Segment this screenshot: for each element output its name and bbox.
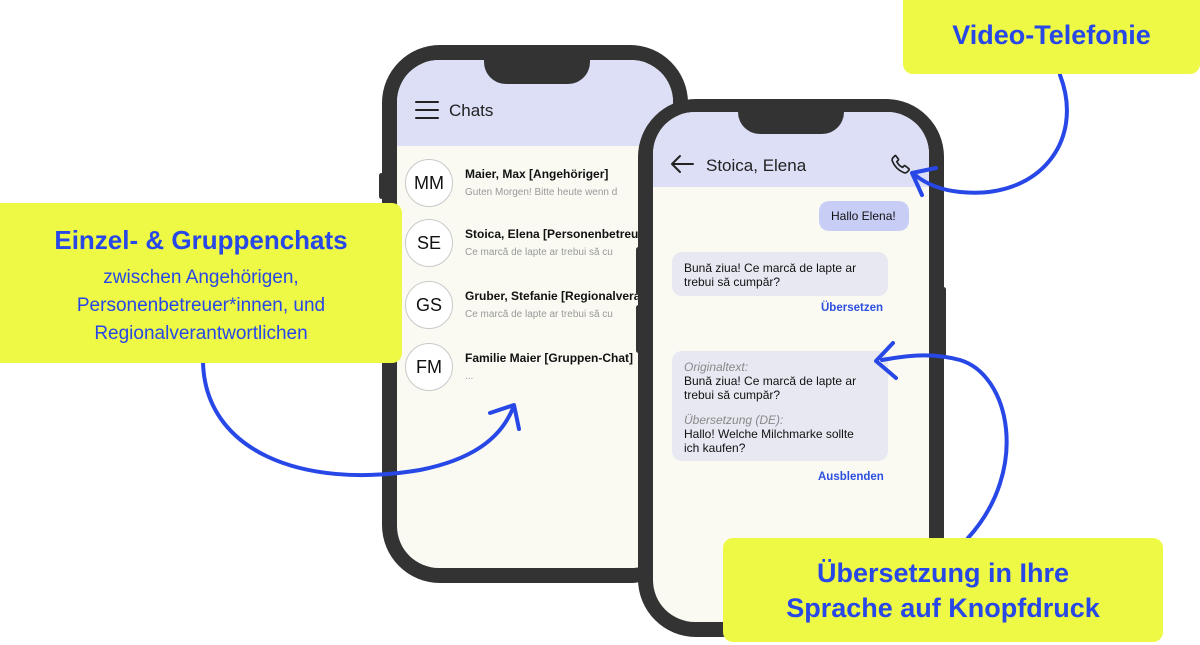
original-text-line: trebui să cumpăr? [684,388,781,402]
arrow-head-translation [874,341,898,380]
conversation-contact-name: Stoica, Elena [706,156,807,175]
translated-message-bubble: Originaltext: Bună ziua! Ce marcă de lap… [672,351,888,461]
hamburger-icon[interactable] [415,101,441,121]
conversation-header: Stoica, Elena [653,112,929,187]
chat-name: Familie Maier [Gruppen-Chat] [465,351,634,365]
received-message-line: trebui să cumpăr? [684,275,781,289]
arrow-head-chats [488,403,521,431]
video-callout: Video-Telefonie [903,0,1200,74]
chat-preview: Ce marcă de lapte ar trebui să cu [465,309,613,320]
chat-list-item[interactable]: SE Stoica, Elena [Personenbetreuer Ce ma… [405,219,673,271]
translation-label: Übersetzung (DE): [684,413,784,427]
hide-translation-button[interactable]: Ausblenden [818,471,884,483]
original-text-line: Bună ziua! Ce marcă de lapte ar [684,374,857,388]
phone-side-button [379,173,384,199]
phone-call-icon[interactable] [889,152,913,176]
arrow-head-video [910,166,938,197]
arrow-chats [201,360,515,478]
phone-side-button [636,247,641,295]
chats-callout-line: Personenbetreuer*innen, und [76,295,326,316]
chats-callout-line: Regionalverantwortlichen [94,323,308,344]
phone-side-button [636,305,641,353]
chat-name: Maier, Max [Angehöriger] [465,167,609,181]
received-message-bubble: Bună ziua! Ce marcă de lapte ar trebui s… [672,252,888,296]
chat-preview: ... [465,371,474,382]
arrow-translation [880,353,1009,540]
chat-preview: Ce marcă de lapte ar trebui să cu [465,247,613,258]
avatar: MM [405,159,453,207]
phone-notch [484,60,590,84]
video-callout-title: Video-Telefonie [952,20,1151,50]
phone-notch [738,112,844,134]
received-message-line: Bună ziua! Ce marcă de lapte ar [684,261,857,275]
translate-button[interactable]: Übersetzen [821,302,883,314]
arrow-video [913,73,1069,195]
chat-list-screen: Chats MM Maier, Max [Angehöriger] Guten … [397,60,673,568]
avatar: GS [405,281,453,329]
chat-name: Stoica, Elena [Personenbetreuer [465,227,650,241]
chats-callout: Einzel- & Gruppenchats zwischen Angehöri… [0,203,402,363]
avatar: FM [405,343,453,391]
sent-message-text: Hallo Elena! [831,209,896,223]
translation-line: Hallo! Welche Milchmarke sollte [684,427,854,441]
chat-list-item[interactable]: MM Maier, Max [Angehöriger] Guten Morgen… [405,159,673,211]
phone-side-button [941,287,946,357]
chat-preview: Guten Morgen! Bitte heute wenn d [465,187,618,198]
chat-list-item[interactable]: GS Gruber, Stefanie [Regionalveran Ce ma… [405,281,673,333]
original-text-label: Originaltext: [684,360,749,374]
translation-line: ich kaufen? [684,441,746,455]
translation-callout-line: Übersetzung in Ihre [816,558,1070,588]
chat-list-item[interactable]: FM Familie Maier [Gruppen-Chat] ... [405,343,673,395]
chats-title: Chats [449,101,494,120]
translation-callout: Übersetzung in Ihre Sprache auf Knopfdru… [723,538,1163,642]
chats-callout-line: zwischen Angehörigen, [103,267,299,288]
avatar: SE [405,219,453,267]
chats-callout-title: Einzel- & Gruppenchats [54,225,348,255]
sent-message-bubble: Hallo Elena! [819,201,909,231]
back-arrow-icon[interactable] [669,154,695,174]
chat-name: Gruber, Stefanie [Regionalveran [465,289,648,303]
translation-callout-line: Sprache auf Knopfdruck [786,593,1100,623]
